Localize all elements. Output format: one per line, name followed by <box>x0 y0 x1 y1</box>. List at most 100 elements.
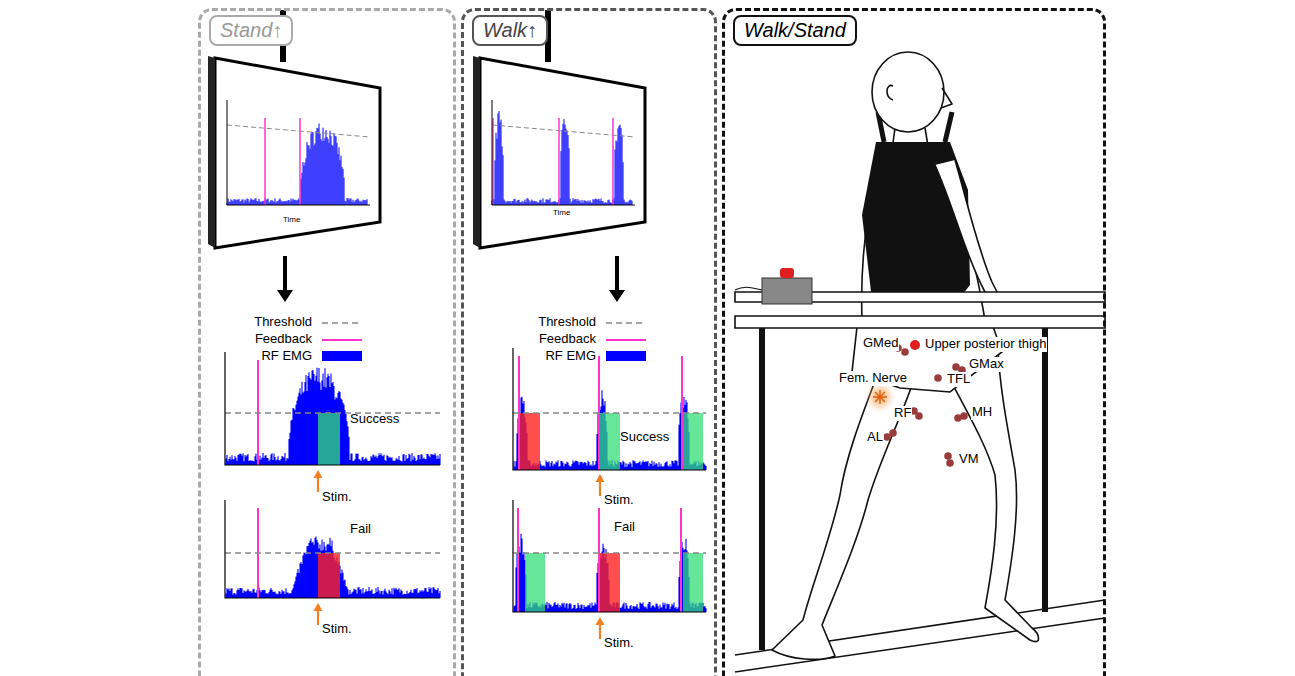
success-window <box>683 553 703 612</box>
flow-arrow-head <box>609 290 625 302</box>
walk-panel-art <box>473 10 706 639</box>
stim-label: Stim. <box>322 622 352 637</box>
screen-signal <box>227 124 367 206</box>
stim-label: Stim. <box>604 493 634 508</box>
axis-label: Time <box>283 215 300 224</box>
muscle-label: TFL <box>946 372 971 387</box>
stim-arrow-head <box>314 603 323 611</box>
flow-arrow-shaft <box>615 256 619 292</box>
legend-samples <box>322 323 646 340</box>
threshold-line <box>227 125 370 137</box>
screen-axes <box>227 100 370 205</box>
legend-text: Feedback <box>516 331 596 346</box>
head <box>872 52 944 132</box>
nose <box>941 88 952 108</box>
success-window <box>318 413 340 465</box>
plot-axes <box>513 500 706 612</box>
stim-arrow-head <box>596 617 605 625</box>
stim-star <box>873 390 887 404</box>
legend-entry: RF EMG <box>232 348 312 363</box>
flow-arrow-head <box>277 290 293 302</box>
emg-electrode <box>901 348 909 356</box>
legend-entry: Feedback <box>232 331 312 346</box>
muscle-label: VM <box>958 452 980 467</box>
muscle-label: Upper posterior thigh <box>924 337 1047 352</box>
panel-heading: Walk↑ <box>472 15 548 46</box>
stim-arrow-shaft <box>317 610 319 625</box>
rail-post <box>759 325 765 650</box>
muscle-label: AL <box>866 430 884 445</box>
threshold-line <box>513 552 706 554</box>
legend-entry: Threshold <box>516 314 596 329</box>
feedback-line <box>598 508 600 612</box>
fail-window <box>520 413 540 470</box>
muscle-label: RF <box>893 406 912 421</box>
muscle-label: GMed <box>862 336 899 351</box>
legend-text: RF EMG <box>232 348 312 363</box>
emg-electrode <box>944 452 952 460</box>
outcome-label: Success <box>350 412 399 427</box>
stim-arrow-shaft <box>599 624 601 639</box>
threshold-line <box>492 125 635 137</box>
legend-entry: Threshold <box>232 314 312 329</box>
outcome-label: Fail <box>614 520 635 535</box>
threshold-sample <box>606 322 646 324</box>
screen-axes <box>492 100 635 205</box>
panel-region: Stand↑ <box>198 8 456 676</box>
legend-text: RF EMG <box>516 348 596 363</box>
panel-region: Walk/Stand <box>722 8 1106 676</box>
feedback-line <box>681 356 683 470</box>
emg-signal <box>514 534 706 612</box>
stim-arrow-head <box>314 470 323 478</box>
emg-electrode <box>934 374 942 382</box>
monitor-frame <box>480 58 645 248</box>
feedback-line <box>264 118 266 205</box>
outcome-label: Fail <box>350 522 371 537</box>
handrail <box>735 316 1105 328</box>
stim-label: Stim. <box>604 636 634 651</box>
flow-arrow-shaft <box>283 256 287 292</box>
arm <box>935 160 1000 298</box>
panel-heading: Walk/Stand <box>733 15 857 46</box>
threshold-line <box>513 412 706 414</box>
outcome-label: Success <box>620 430 669 445</box>
feedback-sample <box>322 339 362 341</box>
emg-electrode <box>946 459 954 467</box>
stop-button <box>780 268 794 278</box>
ear <box>887 85 893 100</box>
muscle-label: GMax <box>968 357 1005 372</box>
stim-electrode <box>910 340 920 350</box>
monitor-edge <box>473 56 480 248</box>
emg-electrode <box>889 429 897 437</box>
monitor-frame <box>215 58 380 248</box>
fail-window <box>318 553 340 598</box>
stop-cable <box>735 287 762 290</box>
muscle-label: MH <box>971 405 993 420</box>
monitor-edge <box>208 56 215 248</box>
rail-post <box>1042 325 1048 612</box>
feedback-line <box>612 118 614 205</box>
front-leg <box>940 350 1039 642</box>
feedback-sample <box>606 339 646 341</box>
legend-entry: Feedback <box>516 331 596 346</box>
emg-electrode <box>915 412 923 420</box>
stim-glow <box>865 382 895 412</box>
plot-axes <box>513 348 706 470</box>
stand-panel-art <box>208 10 440 625</box>
feedback-line <box>680 508 682 612</box>
threshold-line <box>225 552 440 554</box>
success-window <box>525 553 545 612</box>
fail-window <box>600 553 620 612</box>
plot-axes <box>225 352 440 465</box>
legend-text: Threshold <box>516 314 596 329</box>
legend-swatch <box>606 351 646 361</box>
stim-label: Stim. <box>322 490 352 505</box>
stim-arrow-head <box>596 474 605 482</box>
legend-swatch <box>322 351 362 361</box>
stop-box <box>762 278 812 304</box>
plot-axes <box>225 500 440 598</box>
rear-leg <box>772 368 912 659</box>
nerve-label: Fem. Nerve <box>838 371 908 386</box>
